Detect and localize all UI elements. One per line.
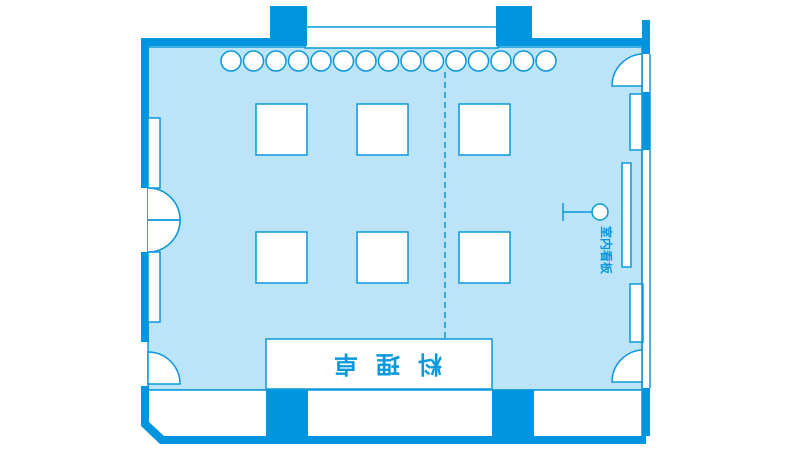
chair-row	[220, 50, 557, 72]
top-pillar-left	[270, 6, 307, 46]
left-door-outline-bottom	[147, 219, 181, 253]
chair	[265, 50, 287, 72]
chair	[287, 50, 310, 72]
cooking-counter	[265, 338, 493, 390]
right-bottom-door	[611, 349, 643, 383]
chair	[535, 50, 557, 72]
table	[255, 103, 308, 156]
left-door-fill-bottom	[148, 220, 180, 252]
chair	[332, 50, 355, 72]
right-window-lower	[629, 283, 644, 343]
chair	[377, 50, 400, 72]
chair	[310, 50, 332, 72]
top-window	[304, 26, 499, 49]
chair	[400, 50, 422, 72]
table	[356, 231, 409, 284]
left-door-outline-top	[147, 187, 181, 221]
sign-head	[591, 203, 609, 221]
table	[458, 231, 511, 284]
bottom-corridor	[147, 389, 643, 439]
table	[255, 231, 308, 284]
right-wall-top	[642, 20, 650, 54]
right-wall-mid	[642, 92, 650, 150]
table-grid	[255, 103, 511, 284]
chair	[242, 50, 265, 72]
bottom-pillar-left	[266, 390, 308, 436]
chair	[422, 50, 445, 72]
notice-board	[621, 162, 632, 268]
chair	[467, 50, 490, 72]
right-window-upper	[629, 93, 644, 151]
left-window-upper	[147, 117, 161, 189]
board-label-group: 室内看板	[599, 226, 614, 275]
counter-label-group: 料理卓	[316, 350, 442, 378]
left-bottom-door	[147, 351, 181, 385]
bottom-pillar-right	[492, 390, 534, 436]
board-label: 室内看板	[599, 226, 614, 275]
top-pillar-right	[496, 6, 532, 46]
right-top-door	[611, 53, 643, 87]
chair	[355, 50, 377, 72]
left-wall-lower	[141, 252, 149, 342]
chair	[490, 50, 512, 72]
counter-label: 料理卓	[316, 350, 442, 378]
left-wall-upper	[141, 38, 149, 188]
chair	[512, 50, 535, 72]
bottom-wall	[141, 386, 646, 444]
left-door-fill-top	[148, 188, 180, 220]
table	[458, 103, 511, 156]
left-window-lower	[147, 251, 161, 323]
right-wall-bottom	[642, 388, 650, 436]
chair	[220, 50, 242, 72]
chair	[445, 50, 467, 72]
table	[356, 103, 409, 156]
